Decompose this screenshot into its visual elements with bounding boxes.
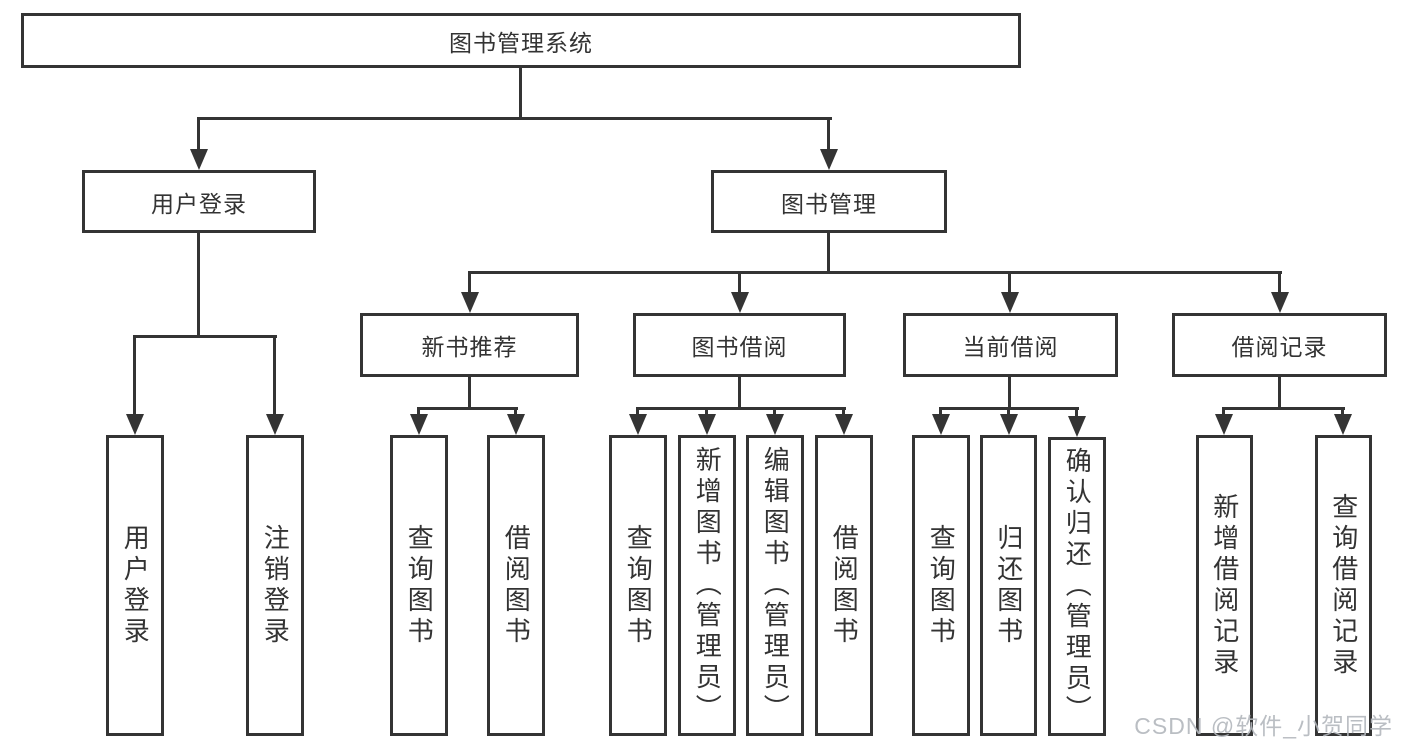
leaf-edit-books-admin-label: 编辑图书（管理员） <box>760 446 791 725</box>
connector-line <box>417 407 518 410</box>
arrowhead-down <box>1334 414 1352 435</box>
node-book-borrow-label: 图书借阅 <box>691 334 788 360</box>
arrowhead-down <box>266 414 284 435</box>
arrowhead-down <box>190 149 208 170</box>
connector-line <box>636 407 846 410</box>
leaf-query-books-current: 查询图书 <box>912 435 970 736</box>
arrowhead-down <box>1215 414 1233 435</box>
connector-line <box>1278 273 1281 293</box>
node-user-login-label: 用户登录 <box>151 190 247 217</box>
node-book-management-label: 图书管理 <box>781 190 877 217</box>
connector-line <box>133 335 277 338</box>
leaf-borrow-books: 借阅图书 <box>815 435 873 736</box>
connector-line <box>705 409 708 417</box>
node-borrow-records: 借阅记录 <box>1172 313 1387 377</box>
leaf-edit-books-admin: 编辑图书（管理员） <box>746 435 804 736</box>
node-root-label: 图书管理系统 <box>449 29 593 56</box>
leaf-add-borrow-record-label: 新增借阅记录 <box>1209 492 1240 679</box>
node-current-borrow-label: 当前借阅 <box>962 334 1059 360</box>
arrowhead-down <box>932 414 950 435</box>
arrowhead-down <box>1271 292 1289 313</box>
arrowhead-down <box>766 414 784 435</box>
arrowhead-down <box>820 149 838 170</box>
leaf-query-books-recommend: 查询图书 <box>390 435 448 736</box>
connector-line <box>273 337 276 416</box>
connector-line <box>1007 409 1010 417</box>
leaf-confirm-return-admin-label: 确认归还（管理员） <box>1062 447 1093 726</box>
connector-line <box>1075 409 1078 417</box>
connector-line <box>636 409 639 417</box>
leaf-query-borrow-record-label: 查询借阅记录 <box>1328 492 1359 679</box>
connector-line <box>738 377 741 410</box>
connector-line <box>1222 407 1345 410</box>
leaf-borrow-books-recommend-label: 借阅图书 <box>501 523 532 648</box>
connector-line <box>1008 377 1011 410</box>
node-user-login: 用户登录 <box>82 170 316 233</box>
connector-line <box>1222 409 1225 417</box>
node-book-borrow: 图书借阅 <box>633 313 846 377</box>
connector-line <box>519 68 522 120</box>
arrowhead-down <box>461 292 479 313</box>
node-new-book-recommend: 新书推荐 <box>360 313 579 377</box>
leaf-query-books-borrow-label: 查询图书 <box>623 523 654 648</box>
node-borrow-records-label: 借阅记录 <box>1231 334 1328 360</box>
leaf-user-login-label: 用户登录 <box>120 523 151 648</box>
leaf-borrow-books-label: 借阅图书 <box>829 523 860 648</box>
leaf-add-books-admin: 新增图书（管理员） <box>678 435 736 736</box>
leaf-query-borrow-record: 查询借阅记录 <box>1315 435 1372 736</box>
leaf-add-books-admin-label: 新增图书（管理员） <box>692 446 723 725</box>
arrowhead-down <box>1000 414 1018 435</box>
arrowhead-down <box>731 292 749 313</box>
leaf-confirm-return-admin: 确认归还（管理员） <box>1048 437 1106 736</box>
leaf-user-login: 用户登录 <box>106 435 164 736</box>
connector-line <box>468 377 471 410</box>
leaf-return-books-label: 归还图书 <box>993 523 1024 648</box>
connector-line <box>197 117 832 120</box>
connector-line <box>1008 273 1011 293</box>
connector-line <box>197 119 200 151</box>
connector-line <box>738 273 741 293</box>
connector-line <box>827 233 830 274</box>
leaf-return-books: 归还图书 <box>980 435 1037 736</box>
arrowhead-down <box>126 414 144 435</box>
arrowhead-down <box>835 414 853 435</box>
node-new-book-recommend-label: 新书推荐 <box>421 334 518 360</box>
connector-line <box>468 273 471 293</box>
leaf-borrow-books-recommend: 借阅图书 <box>487 435 545 736</box>
connector-line <box>1278 377 1281 410</box>
connector-line <box>133 337 136 416</box>
connector-line <box>939 409 942 417</box>
arrowhead-down <box>1068 416 1086 437</box>
connector-line <box>417 409 420 417</box>
arrowhead-down <box>1001 292 1019 313</box>
leaf-add-borrow-record: 新增借阅记录 <box>1196 435 1253 736</box>
connector-line <box>842 409 845 417</box>
leaf-query-books-borrow: 查询图书 <box>609 435 667 736</box>
leaf-logout-login: 注销登录 <box>246 435 304 736</box>
arrowhead-down <box>410 414 428 435</box>
connector-line <box>773 409 776 417</box>
node-root: 图书管理系统 <box>21 13 1021 68</box>
leaf-query-books-recommend-label: 查询图书 <box>404 523 435 648</box>
arrowhead-down <box>507 414 525 435</box>
node-book-management: 图书管理 <box>711 170 947 233</box>
connector-line <box>1341 409 1344 417</box>
leaf-query-books-current-label: 查询图书 <box>926 523 957 648</box>
leaf-logout-login-label: 注销登录 <box>260 523 291 648</box>
connector-line <box>468 271 1282 274</box>
node-current-borrow: 当前借阅 <box>903 313 1118 377</box>
arrowhead-down <box>629 414 647 435</box>
arrowhead-down <box>698 414 716 435</box>
connector-line <box>827 119 830 151</box>
connector-line <box>939 407 1079 410</box>
connector-line <box>197 233 200 338</box>
connector-line <box>514 409 517 417</box>
csdn-watermark: CSDN @软件_小贺同学 <box>1134 713 1393 739</box>
